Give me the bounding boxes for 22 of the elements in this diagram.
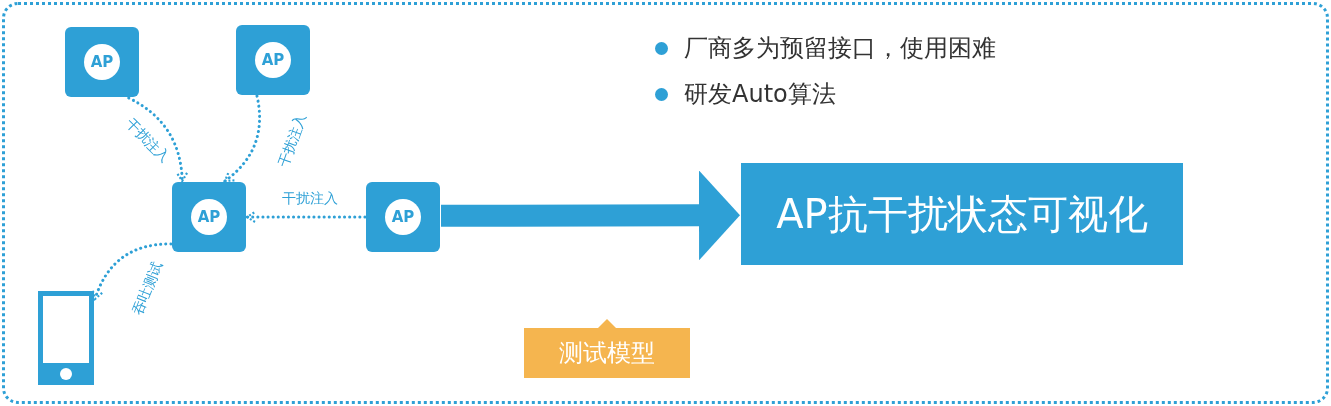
ap-box bbox=[65, 27, 139, 97]
dotted-arrow bbox=[245, 210, 367, 224]
result-box bbox=[741, 163, 1183, 265]
big-arrow bbox=[440, 170, 740, 261]
ap-box bbox=[366, 182, 440, 252]
ap-badge: AP bbox=[255, 42, 291, 78]
ap-box bbox=[236, 25, 310, 95]
ap-badge: AP bbox=[385, 199, 421, 235]
phone-icon bbox=[38, 291, 94, 385]
callout-tag bbox=[524, 319, 690, 378]
bullet-text: 厂商多为预留接口，使用困难 bbox=[684, 33, 996, 63]
ap-box bbox=[172, 182, 246, 252]
dotted-arrow bbox=[91, 242, 173, 301]
dotted-arrow bbox=[223, 94, 262, 183]
edge-label: 干扰注入 bbox=[281, 191, 339, 205]
dotted-arrow bbox=[127, 96, 188, 183]
result-title: AP抗干扰状态可视化 bbox=[776, 194, 1148, 234]
bullet-text: 研发Auto算法 bbox=[684, 79, 836, 109]
ap-badge: AP bbox=[191, 199, 227, 235]
edge-label: 吞吐测试 bbox=[129, 258, 165, 318]
tag-text: 测试模型 bbox=[559, 341, 655, 365]
ap-badge: AP bbox=[84, 44, 120, 80]
